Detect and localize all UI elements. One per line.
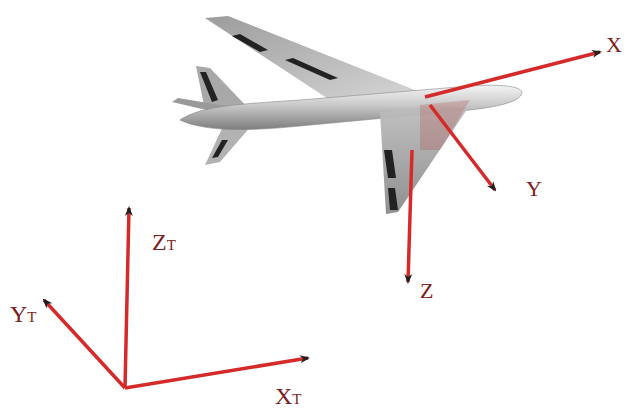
axis-label: ZT (152, 230, 176, 254)
axis-label: XT (275, 384, 302, 408)
reference-axes (44, 208, 308, 388)
flap (384, 150, 398, 210)
axis-label: X (606, 34, 622, 56)
body-axes (408, 52, 600, 282)
fuselage (180, 85, 522, 129)
axis-label: Y (526, 178, 542, 200)
flap (232, 34, 338, 80)
far-wing (205, 16, 420, 100)
axis-label: YT (10, 302, 37, 326)
axis-label: Z (420, 280, 433, 302)
